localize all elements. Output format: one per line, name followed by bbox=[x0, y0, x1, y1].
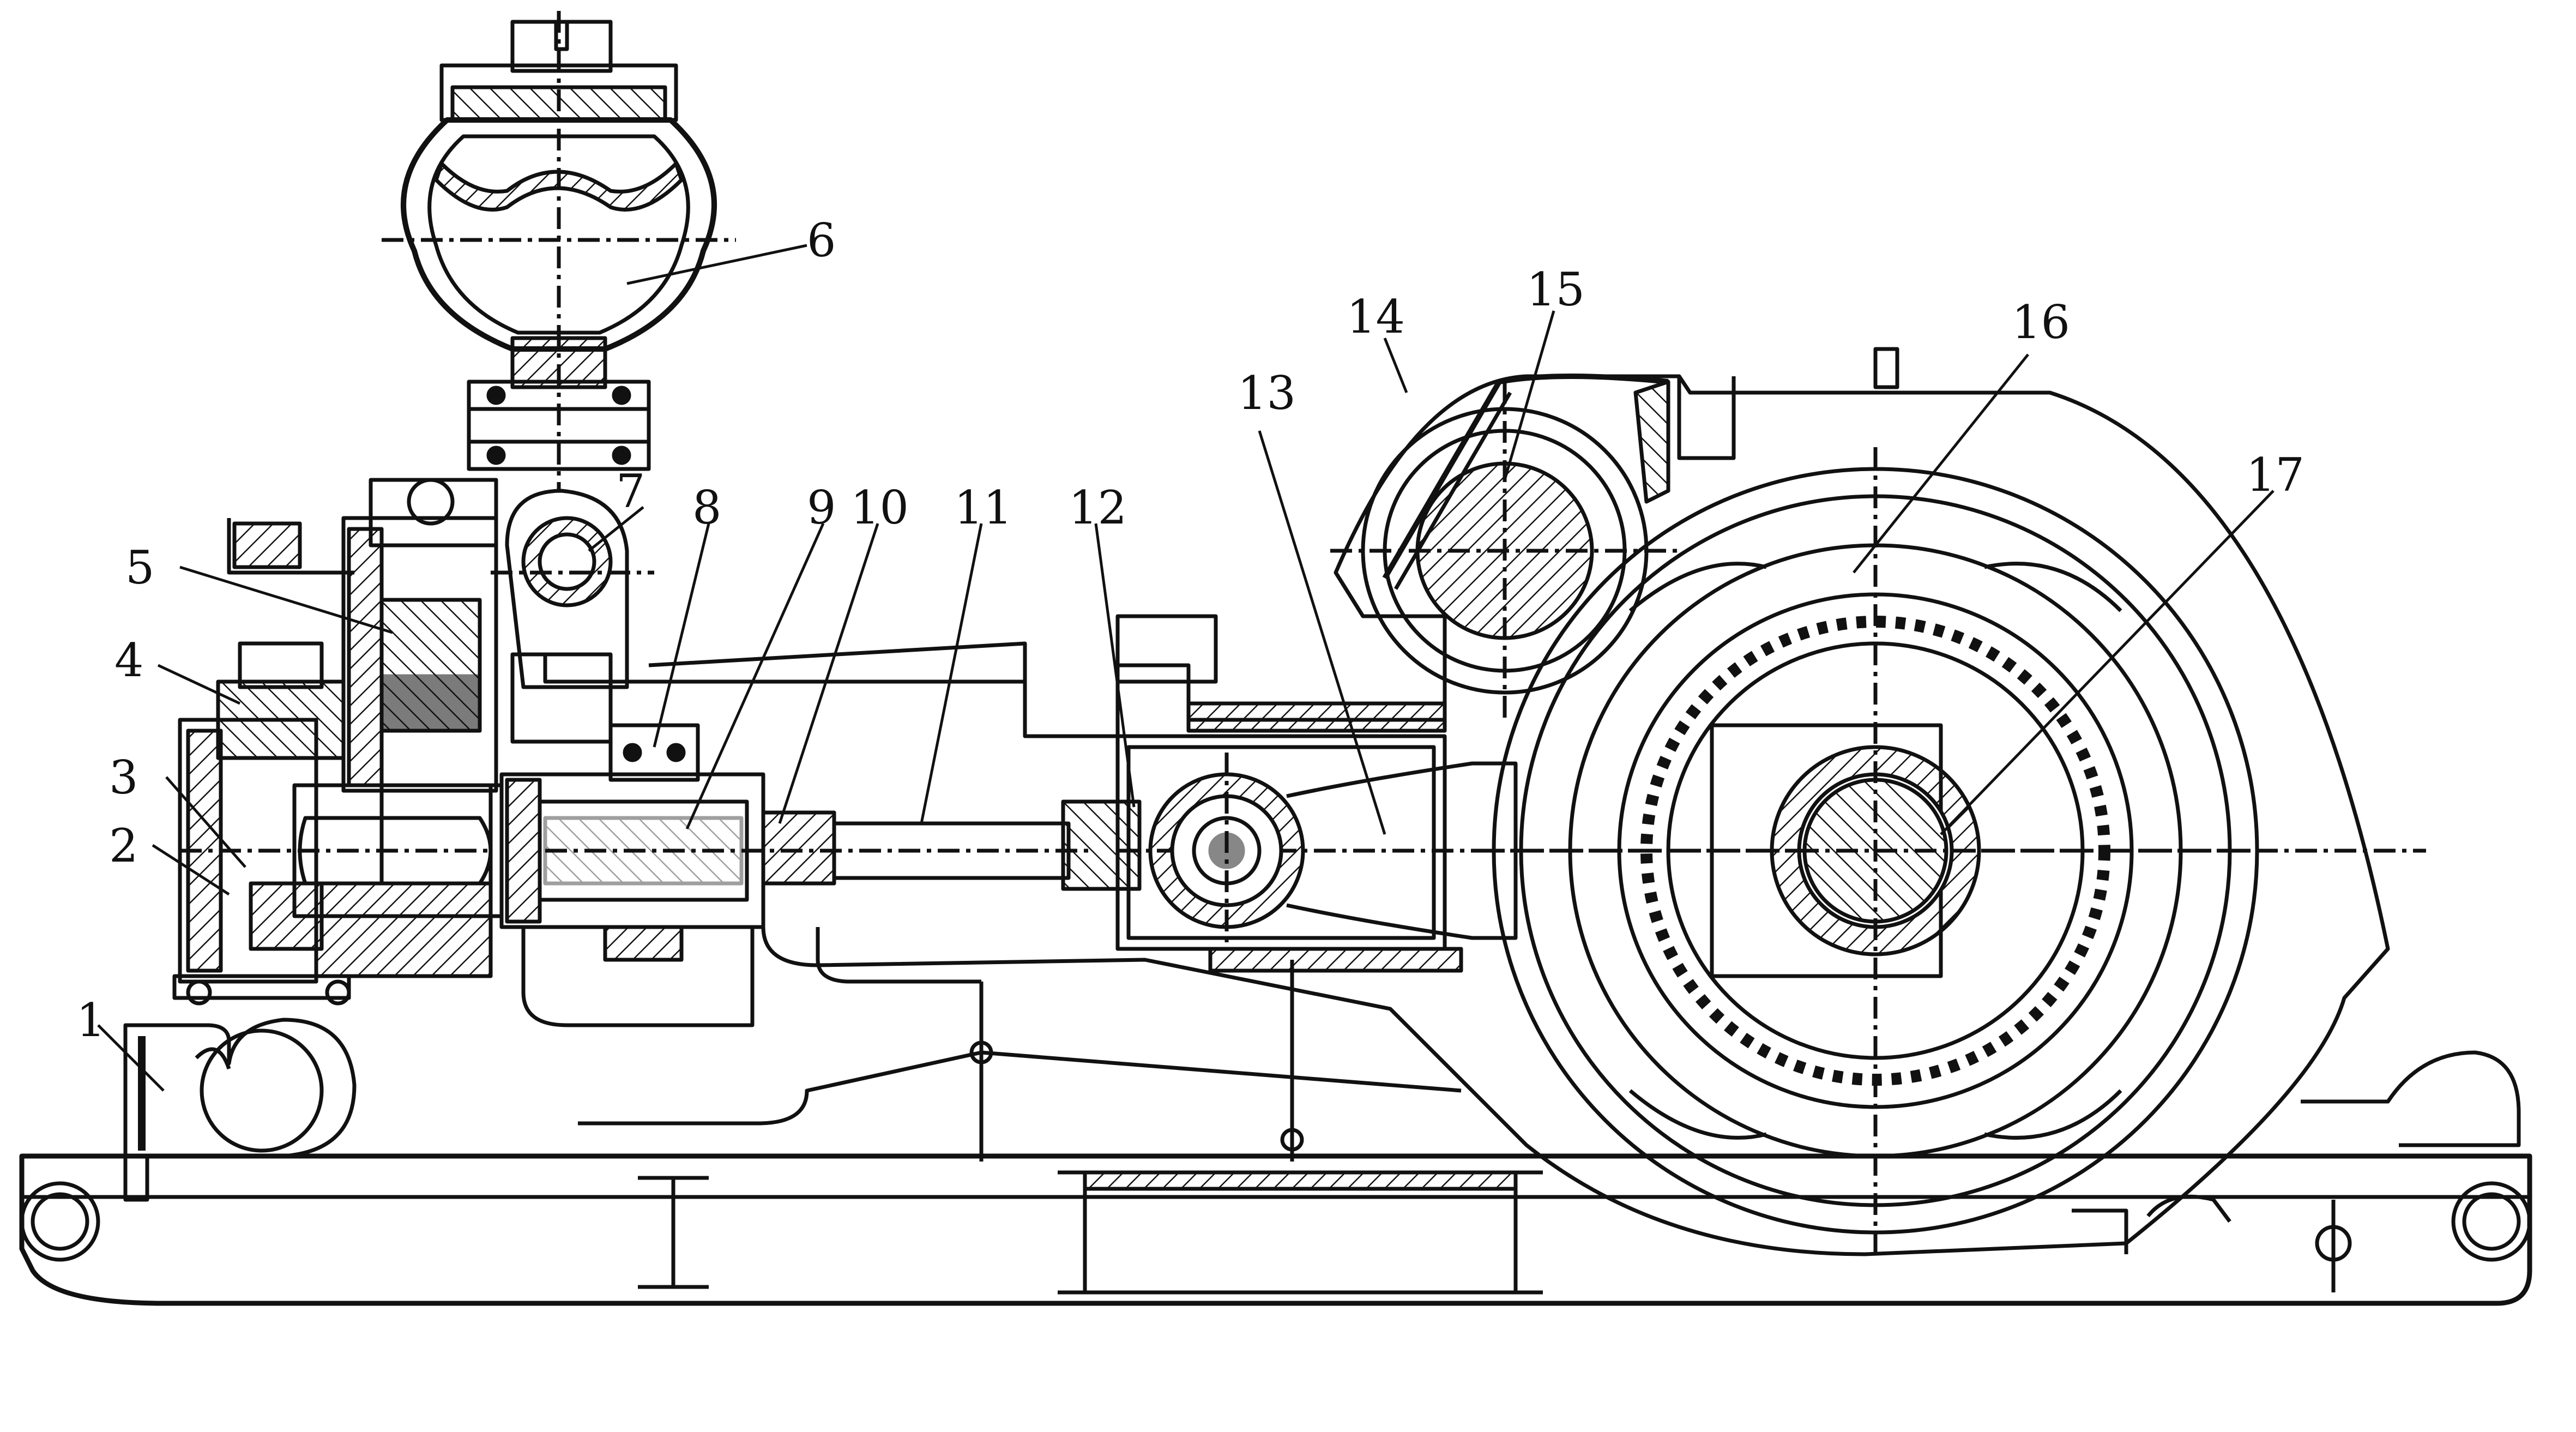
drawing-linework bbox=[19, 11, 2532, 1306]
callout-14: 14 bbox=[1347, 290, 1405, 344]
suction-manifold bbox=[123, 1018, 357, 1202]
callout-5: 5 bbox=[125, 541, 154, 594]
callout-8: 8 bbox=[692, 481, 721, 534]
callout-12: 12 bbox=[1069, 481, 1127, 534]
crosshead bbox=[1061, 753, 1518, 949]
callout-11: 11 bbox=[954, 481, 1012, 534]
base-skid bbox=[19, 1153, 2532, 1306]
bull-gear bbox=[1483, 447, 2268, 1254]
callout-16: 16 bbox=[2012, 296, 2070, 349]
cylinder-assembly bbox=[499, 723, 1090, 1027]
callout-6: 6 bbox=[807, 214, 836, 267]
callout-15: 15 bbox=[1527, 263, 1585, 316]
callout-4: 4 bbox=[114, 634, 143, 687]
callout-13: 13 bbox=[1238, 366, 1296, 420]
discharge-elbow bbox=[491, 489, 654, 744]
callout-9: 9 bbox=[807, 481, 836, 534]
callout-17: 17 bbox=[2246, 448, 2304, 502]
callout-labels: 1 2 3 4 5 6 7 8 9 10 11 12 13 14 15 16 1… bbox=[76, 214, 2304, 1047]
callout-10: 10 bbox=[850, 481, 909, 534]
callout-1: 1 bbox=[76, 994, 105, 1047]
fluid-end bbox=[172, 478, 504, 1006]
lube-piping bbox=[578, 927, 1462, 1162]
pulsation-dampener bbox=[382, 11, 736, 491]
callout-7: 7 bbox=[616, 465, 645, 518]
leader-lines bbox=[97, 244, 2275, 1092]
rear-housing bbox=[1677, 347, 2521, 1292]
pinion-shaft bbox=[1330, 380, 1679, 720]
callout-3: 3 bbox=[109, 751, 138, 804]
callout-2: 2 bbox=[109, 819, 138, 873]
